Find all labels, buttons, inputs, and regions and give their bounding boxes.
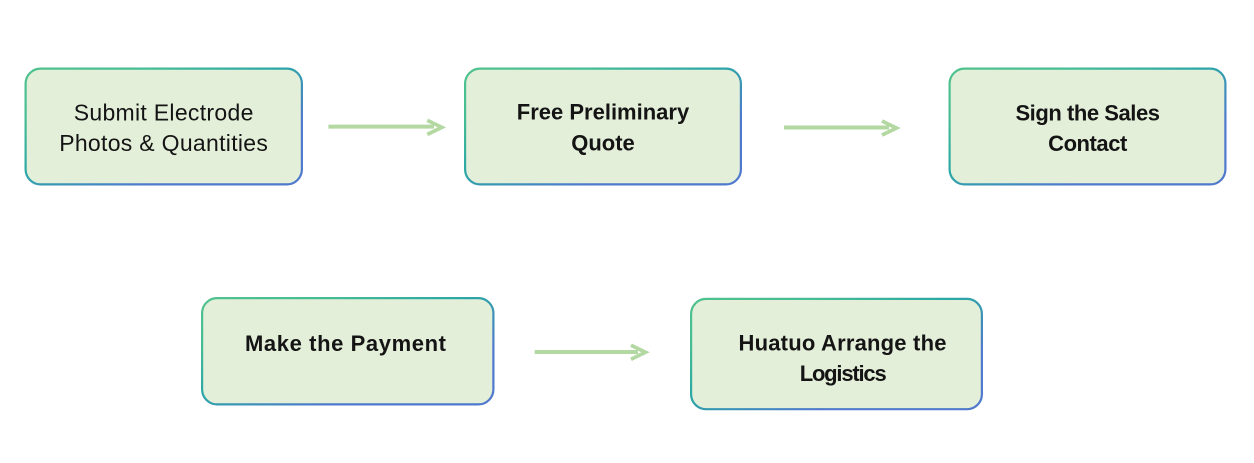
- svg-text:Huatuo Arrange the: Huatuo Arrange the: [739, 330, 947, 355]
- svg-text:Logistics: Logistics: [800, 361, 887, 386]
- svg-text:Submit Electrode: Submit Electrode: [74, 99, 254, 125]
- svg-text:Quote: Quote: [571, 130, 635, 155]
- svg-text:Contact: Contact: [1048, 131, 1128, 156]
- svg-text:Sign the Sales: Sign the Sales: [1015, 100, 1159, 125]
- svg-text:Make the Payment: Make the Payment: [245, 331, 447, 356]
- svg-text:Photos & Quantities: Photos & Quantities: [59, 130, 268, 156]
- svg-text:Free Preliminary: Free Preliminary: [517, 99, 690, 124]
